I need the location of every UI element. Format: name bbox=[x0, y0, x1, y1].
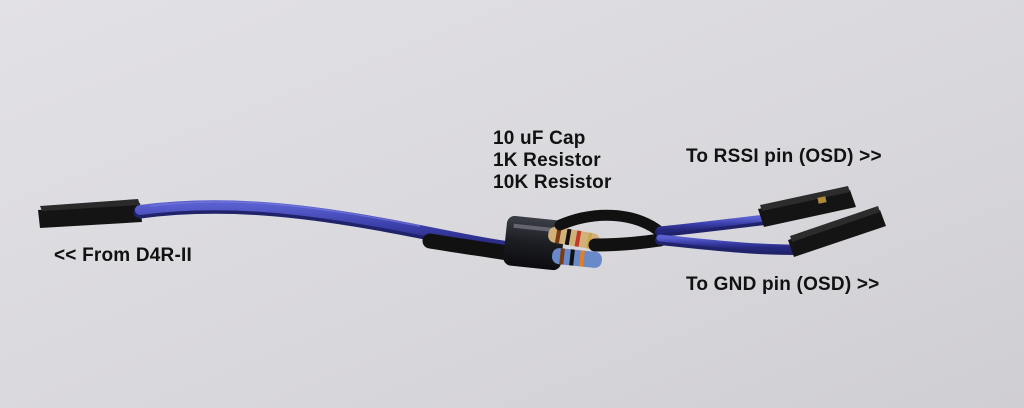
capacitor-label: 10 uF Cap bbox=[493, 128, 586, 149]
gnd-wire bbox=[655, 234, 800, 255]
resistors bbox=[548, 226, 603, 268]
gnd-pin-label: To GND pin (OSD) >> bbox=[686, 274, 880, 295]
capacitor bbox=[503, 215, 565, 271]
from-d4r-label: << From D4R-II bbox=[54, 245, 192, 266]
rssi-pin-label: To RSSI pin (OSD) >> bbox=[686, 146, 882, 167]
left-connector bbox=[38, 199, 142, 228]
resistor-10k-label: 10K Resistor bbox=[493, 172, 612, 193]
rssi-wire bbox=[655, 214, 770, 237]
components-label: 10 uF Cap 1K Resistor 10K Resistor bbox=[493, 128, 612, 194]
resistor-1k-label: 1K Resistor bbox=[493, 150, 601, 171]
gnd-connector bbox=[788, 206, 886, 257]
rssi-connector bbox=[758, 186, 856, 227]
heat-shrink-right bbox=[554, 209, 667, 252]
